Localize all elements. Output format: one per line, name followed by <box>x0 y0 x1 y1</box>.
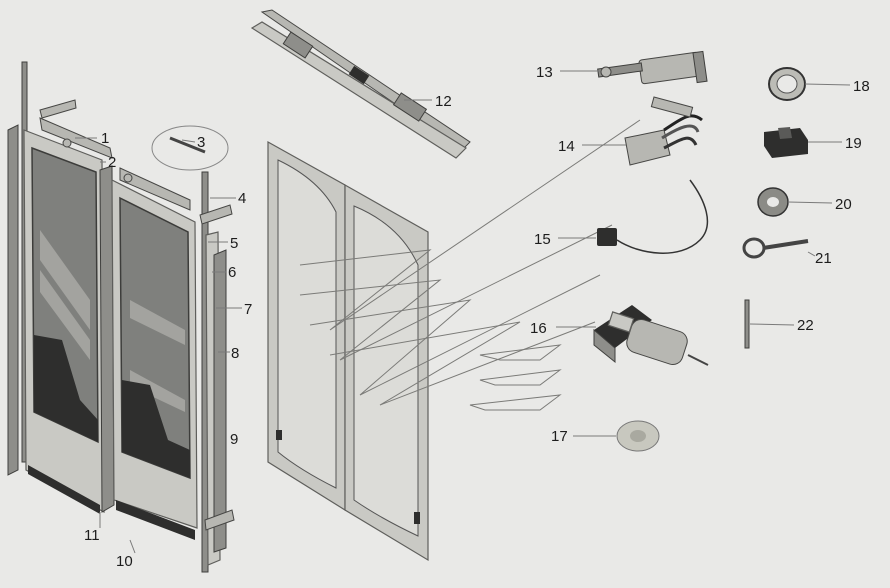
callout-13: 13 <box>536 64 553 81</box>
left-upper-bracket <box>39 99 77 119</box>
callout-1: 1 <box>101 130 109 147</box>
callout-21: 21 <box>815 250 832 267</box>
bearing-20-hole <box>767 197 779 207</box>
grommet-17-hole <box>630 430 646 442</box>
callout-10: 10 <box>116 553 133 570</box>
right-glass-bar-2 <box>130 370 185 412</box>
spring-detail-circle <box>151 125 229 171</box>
right-glass-bar-1 <box>130 300 185 345</box>
callout-12: 12 <box>435 93 452 110</box>
callout-3: 3 <box>197 134 205 151</box>
pin-22 <box>744 299 750 349</box>
lower-bracket <box>204 509 235 531</box>
callout-18: 18 <box>853 78 870 95</box>
callout-22: 22 <box>797 317 814 334</box>
upper-bracket <box>199 204 233 225</box>
rubber-block-19-notch <box>778 127 792 139</box>
ring-18-inner <box>776 74 798 94</box>
bolt-1 <box>62 138 72 148</box>
right-side-rail-inner <box>213 249 227 553</box>
callout-2: 2 <box>108 154 116 171</box>
motor-16 <box>593 305 709 366</box>
callout-labels: 1 2 3 4 5 6 7 8 9 10 11 12 13 14 15 16 1… <box>84 64 870 570</box>
left-door-lower-panel <box>34 335 98 442</box>
callout-11: 11 <box>84 527 100 544</box>
rubber-block-19 <box>764 128 808 158</box>
callout-14: 14 <box>558 138 575 155</box>
callout-7: 7 <box>244 301 252 318</box>
left-glass-reflection-2 <box>40 270 90 360</box>
callout-19: 19 <box>845 135 862 152</box>
callout-17: 17 <box>551 428 568 445</box>
door-glass-panel <box>267 140 429 562</box>
solenoid-valve-14 <box>624 96 703 166</box>
callout-8: 8 <box>231 345 239 362</box>
spring-icon <box>169 136 206 154</box>
callout-6: 6 <box>228 264 236 281</box>
callout-5: 5 <box>230 235 238 252</box>
eye-bolt-21-shank <box>762 239 809 250</box>
center-divider <box>99 165 115 513</box>
callout-15: 15 <box>534 231 551 248</box>
callout-9: 9 <box>230 431 238 448</box>
callout-16: 16 <box>530 320 547 337</box>
top-hinge-plate-right <box>119 167 191 211</box>
callout-4: 4 <box>238 190 246 207</box>
right-door-lower-panel <box>122 380 190 478</box>
left-door-assembly <box>7 61 235 573</box>
door-cylinder-13 <box>597 50 708 85</box>
sensor-15 <box>597 179 709 254</box>
bolt-2 <box>123 173 133 183</box>
left-glass-reflection <box>40 230 90 330</box>
leader-lines <box>75 70 851 554</box>
left-edge-rail <box>7 124 19 476</box>
callout-20: 20 <box>835 196 852 213</box>
eye-bolt-21-ring <box>742 237 766 259</box>
bottom-seal-left <box>28 465 100 514</box>
bottom-seal-right <box>116 500 195 540</box>
projection-lines <box>299 119 641 411</box>
top-guide-rail <box>250 9 471 159</box>
